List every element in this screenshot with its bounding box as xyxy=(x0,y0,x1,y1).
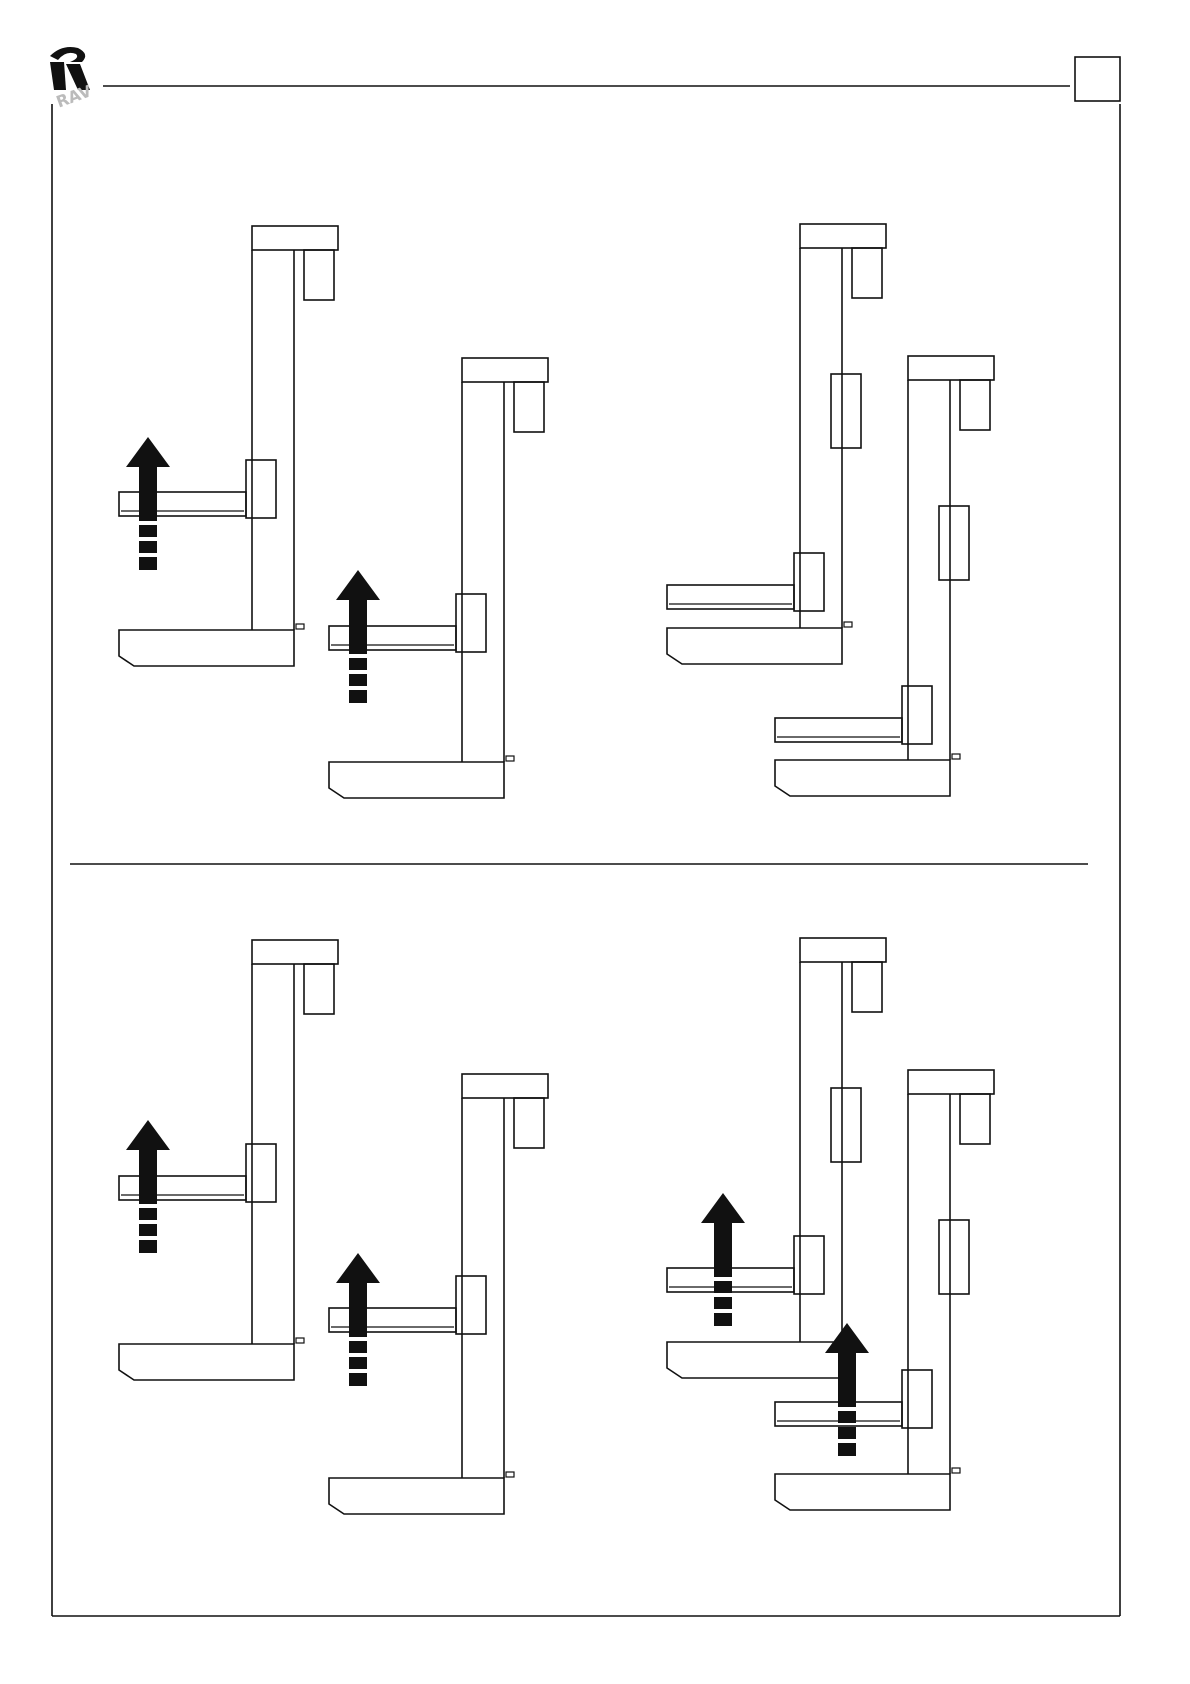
page-number-box xyxy=(1075,57,1120,101)
bottom-left-panel xyxy=(119,940,548,1514)
front-lift-up-arrow xyxy=(336,570,380,703)
back-lift-column xyxy=(667,224,886,664)
back-lift-column xyxy=(667,938,886,1378)
top-right-panel xyxy=(667,224,994,796)
top-left-panel xyxy=(119,226,548,798)
back-lift-up-arrow xyxy=(126,1120,170,1253)
back-lift-up-arrow xyxy=(701,1193,745,1326)
front-lift-up-arrow xyxy=(825,1323,869,1456)
front-lift-up-arrow xyxy=(336,1253,380,1386)
bottom-right-panel xyxy=(667,938,994,1510)
rav-logo-icon: RAV xyxy=(50,47,95,112)
back-lift-up-arrow xyxy=(126,437,170,570)
front-lift-column xyxy=(775,356,994,796)
front-lift-column xyxy=(775,1070,994,1510)
